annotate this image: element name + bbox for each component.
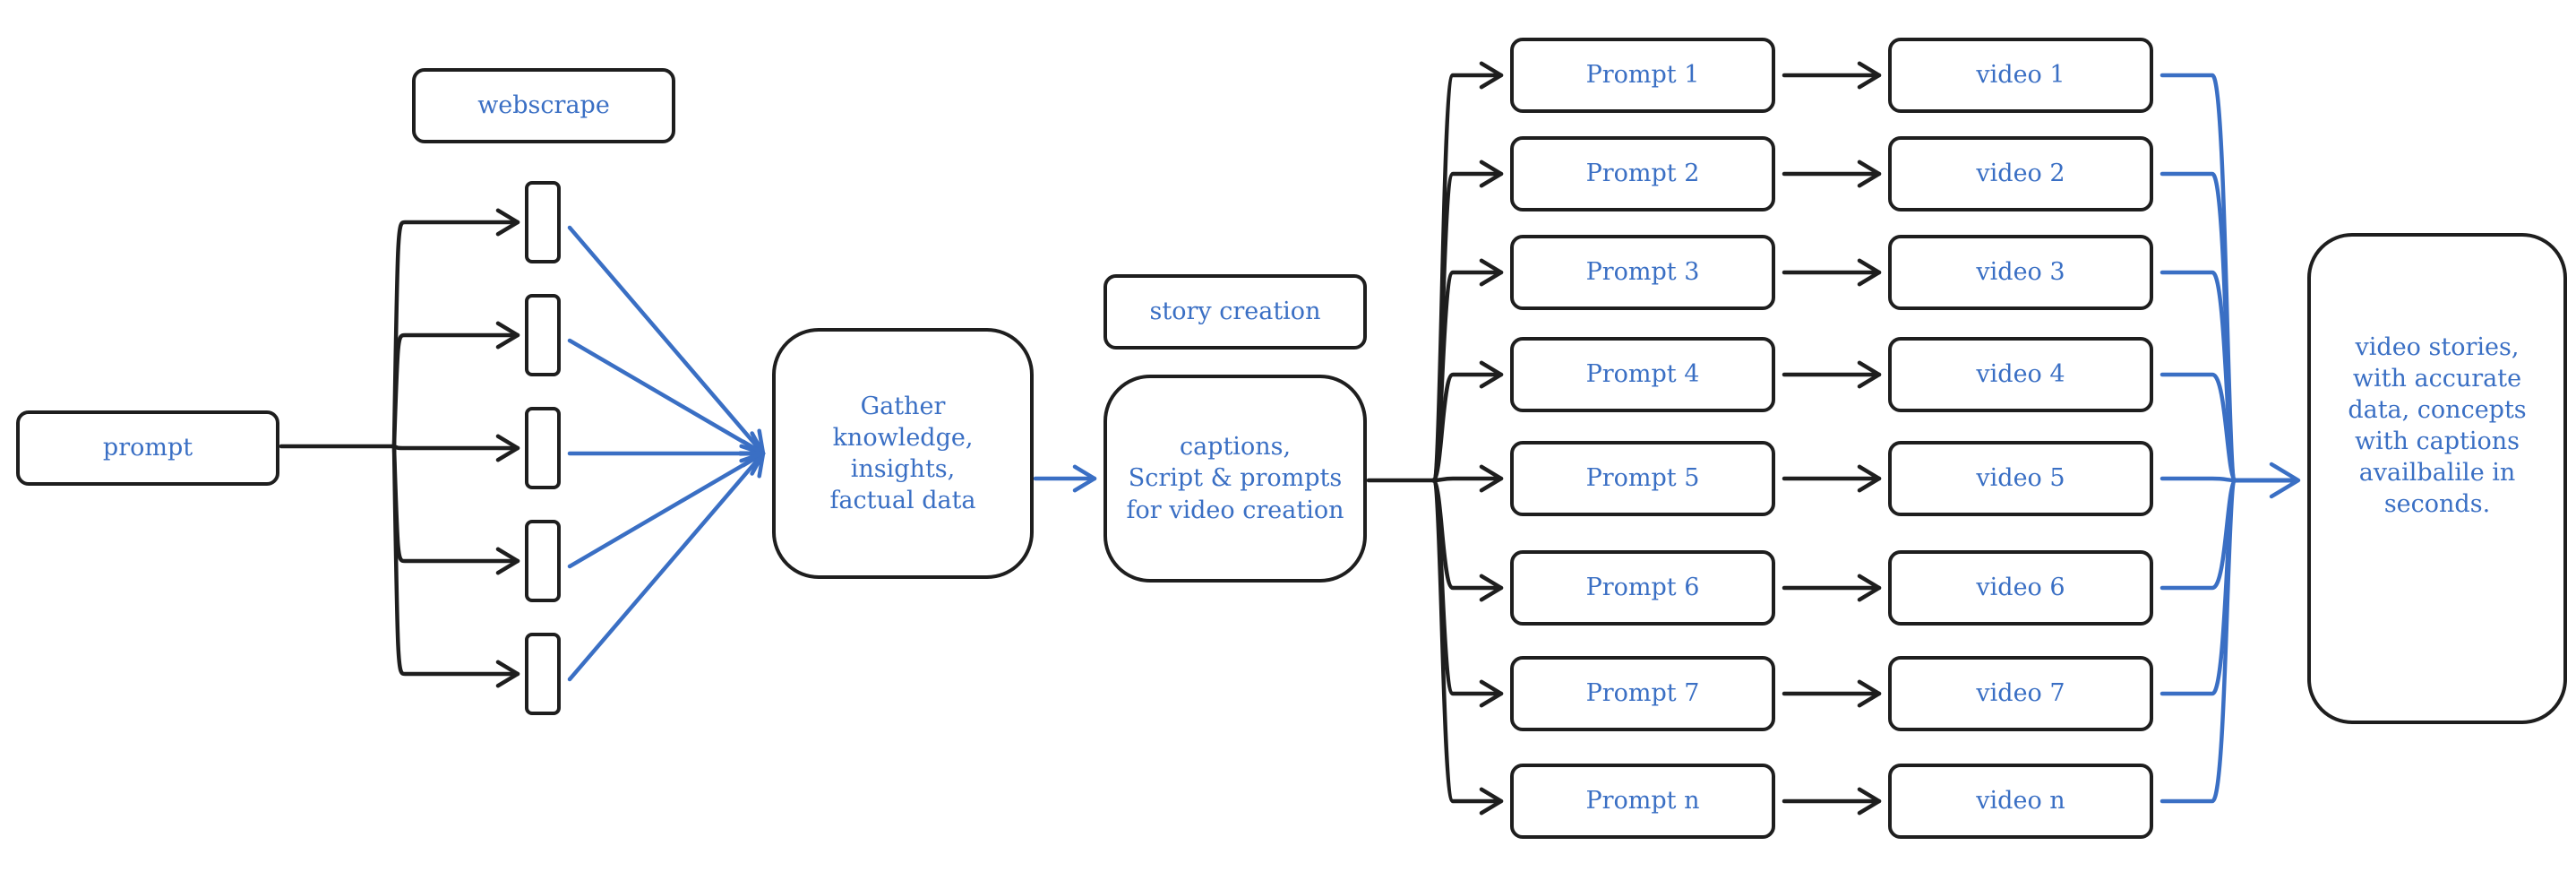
merge-line-8 bbox=[2160, 478, 2296, 804]
prompt-to-video-arrowhead-5 bbox=[1857, 464, 1882, 493]
prompt-box-3-label: Prompt 3 bbox=[1585, 258, 1700, 287]
prompt-label: prompt bbox=[102, 434, 193, 462]
video-box-3-label: video 3 bbox=[1976, 258, 2065, 287]
branch-line-8 bbox=[1430, 478, 1504, 804]
prompt-to-video-arrowhead-3 bbox=[1857, 258, 1882, 287]
fan-arrowhead-4 bbox=[495, 547, 520, 575]
prompt-box-5: Prompt 5 bbox=[1510, 441, 1775, 516]
video-box-5: video 5 bbox=[1888, 441, 2153, 516]
branch-line-4 bbox=[1430, 372, 1504, 483]
prompt-box-6-label: Prompt 6 bbox=[1585, 574, 1700, 602]
prompt-box-5-label: Prompt 5 bbox=[1585, 464, 1700, 493]
output-label: video stories, with accurate data, conce… bbox=[2348, 333, 2527, 519]
webscrape-label: webscrape bbox=[477, 91, 610, 120]
slot-to-gather-line-1 bbox=[567, 225, 766, 456]
prompt-box-4: Prompt 4 bbox=[1510, 337, 1775, 412]
fan-line-3 bbox=[391, 444, 520, 451]
webscrape-source-3 bbox=[525, 407, 561, 489]
webscrape-source-2 bbox=[525, 294, 561, 376]
video-box-6-label: video 6 bbox=[1976, 574, 2065, 602]
fan-line-5 bbox=[391, 444, 520, 677]
video-box-7-label: video 7 bbox=[1976, 679, 2065, 708]
story-creation-box: story creation bbox=[1103, 274, 1367, 350]
output-phone: video stories, with accurate data, conce… bbox=[2307, 233, 2567, 724]
gather-to-story-arrowhead bbox=[1072, 464, 1097, 493]
branch-arrowhead-3 bbox=[1479, 258, 1504, 287]
prompt-box: prompt bbox=[16, 410, 279, 486]
fan-line-4 bbox=[391, 444, 520, 564]
webscrape-source-4 bbox=[525, 520, 561, 602]
gather-knowledge-box: Gather knowledge, insights, factual data bbox=[772, 328, 1034, 579]
slot-to-gather-line-2 bbox=[567, 338, 766, 456]
prompt-box-8: Prompt n bbox=[1510, 764, 1775, 839]
script-prompts-label: captions, Script & prompts for video cre… bbox=[1126, 433, 1344, 524]
prompt-box-1: Prompt 1 bbox=[1510, 38, 1775, 113]
prompt-to-video-arrowhead-2 bbox=[1857, 160, 1882, 188]
branch-arrowhead-2 bbox=[1479, 160, 1504, 188]
video-box-5-label: video 5 bbox=[1976, 464, 2065, 493]
script-prompts-box: captions, Script & prompts for video cre… bbox=[1103, 375, 1367, 583]
prompt-box-6: Prompt 6 bbox=[1510, 550, 1775, 626]
fan-arrowhead-5 bbox=[495, 660, 520, 688]
prompt-box-1-label: Prompt 1 bbox=[1585, 61, 1700, 90]
branch-arrowhead-6 bbox=[1479, 574, 1504, 602]
video-box-8-label: video n bbox=[1976, 787, 2065, 816]
story-creation-label: story creation bbox=[1149, 298, 1321, 326]
webscrape-source-1 bbox=[525, 181, 561, 263]
video-box-3: video 3 bbox=[1888, 235, 2153, 310]
video-box-4: video 4 bbox=[1888, 337, 2153, 412]
branch-arrowhead-1 bbox=[1479, 61, 1504, 90]
prompt-box-7-label: Prompt 7 bbox=[1585, 679, 1700, 708]
prompt-box-4-label: Prompt 4 bbox=[1585, 360, 1700, 389]
prompt-to-video-arrowhead-1 bbox=[1857, 61, 1882, 90]
video-box-8: video n bbox=[1888, 764, 2153, 839]
video-box-6: video 6 bbox=[1888, 550, 2153, 626]
output-arrowhead bbox=[2269, 462, 2301, 499]
fan-arrowhead-1 bbox=[495, 208, 520, 237]
branch-line-5 bbox=[1430, 476, 1504, 483]
prompt-to-video-arrowhead-6 bbox=[1857, 574, 1882, 602]
prompt-to-video-arrowhead-8 bbox=[1857, 787, 1882, 816]
fan-arrowhead-2 bbox=[495, 321, 520, 350]
prompt-box-2: Prompt 2 bbox=[1510, 136, 1775, 211]
video-box-2-label: video 2 bbox=[1976, 160, 2065, 188]
webscrape-box: webscrape bbox=[412, 68, 675, 143]
fan-line-2 bbox=[391, 332, 520, 449]
prompt-box-3: Prompt 3 bbox=[1510, 235, 1775, 310]
video-box-1: video 1 bbox=[1888, 38, 2153, 113]
slot-to-gather-line-4 bbox=[567, 451, 766, 569]
branch-arrowhead-4 bbox=[1479, 360, 1504, 389]
prompt-box-7: Prompt 7 bbox=[1510, 656, 1775, 731]
branch-arrowhead-5 bbox=[1479, 464, 1504, 493]
slot-to-gather-line-5 bbox=[567, 451, 766, 682]
slot-to-gather-arrowhead-5 bbox=[739, 451, 766, 479]
prompt-to-video-arrowhead-4 bbox=[1857, 360, 1882, 389]
branch-arrowhead-8 bbox=[1479, 787, 1504, 816]
video-box-4-label: video 4 bbox=[1976, 360, 2065, 389]
video-box-2: video 2 bbox=[1888, 136, 2153, 211]
prompt-to-video-arrowhead-7 bbox=[1857, 679, 1882, 708]
webscrape-source-5 bbox=[525, 633, 561, 715]
video-box-1-label: video 1 bbox=[1976, 61, 2065, 90]
fan-arrowhead-3 bbox=[495, 434, 520, 462]
prompt-box-2-label: Prompt 2 bbox=[1585, 160, 1700, 188]
gather-knowledge-label: Gather knowledge, insights, factual data bbox=[829, 392, 976, 515]
prompt-box-8-label: Prompt n bbox=[1585, 787, 1700, 816]
branch-arrowhead-7 bbox=[1479, 679, 1504, 708]
video-box-7: video 7 bbox=[1888, 656, 2153, 731]
